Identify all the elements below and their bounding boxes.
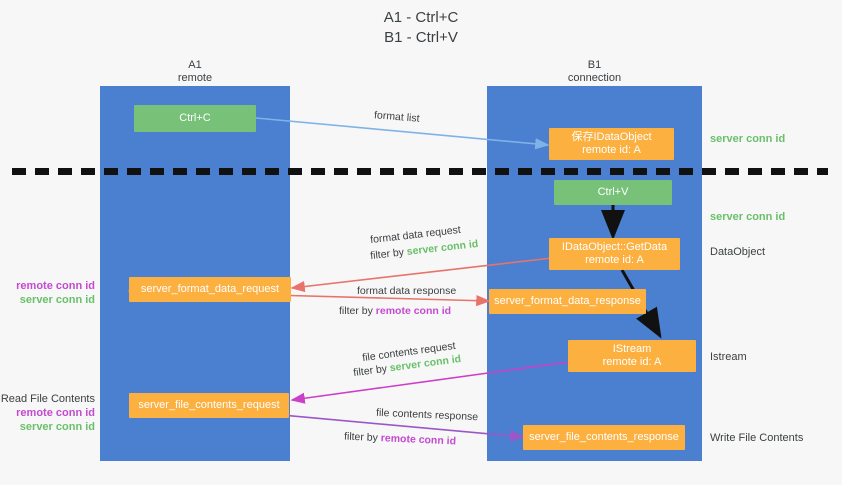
boundary-divider bbox=[12, 168, 828, 175]
node-server-format-data-request[interactable]: server_format_data_request bbox=[129, 277, 291, 302]
annotation-server-conn-id-mid: server conn id bbox=[710, 211, 786, 223]
node-ctrl-c[interactable]: Ctrl+C bbox=[134, 105, 256, 132]
edge-label-format-list: format list bbox=[373, 109, 420, 125]
node-server-format-data-response[interactable]: server_format_data_response bbox=[489, 289, 646, 314]
filter-value-remote-conn-id: remote conn id bbox=[380, 432, 457, 448]
lane-header-b1: B1 connection bbox=[567, 59, 622, 84]
node-ctrl-v[interactable]: Ctrl+V bbox=[554, 180, 672, 205]
edge-label-file-contents-response-filter: filter by remote conn id bbox=[344, 430, 457, 450]
node-idataobject-getdata[interactable]: IDataObject::GetData remote id: A bbox=[549, 238, 680, 270]
filter-prefix: filter by bbox=[339, 305, 376, 317]
annotation-data-object: DataObject bbox=[710, 246, 766, 258]
annotation-write-file-contents: Write File Contents bbox=[710, 432, 804, 444]
filter-prefix: filter by bbox=[352, 362, 391, 380]
annotation-server-conn-id: server conn id bbox=[19, 421, 95, 433]
lane-header-a1: A1 remote bbox=[177, 59, 213, 84]
annotation-remote-conn-id: remote conn id bbox=[16, 407, 95, 419]
edge-label-file-contents-response: file contents response bbox=[375, 406, 479, 424]
edge-label-format-data-response-filter: filter by remote conn id bbox=[339, 304, 451, 319]
annotation-read-file-contents-stack: Read File Contents remote conn id server… bbox=[0, 392, 95, 434]
annotation-server-conn-id: server conn id bbox=[19, 294, 95, 306]
filter-prefix: filter by bbox=[369, 246, 408, 263]
annotation-remote-conn-id: remote conn id bbox=[16, 280, 95, 292]
annotation-server-conn-id-top: server conn id bbox=[710, 133, 786, 145]
filter-prefix: filter by bbox=[343, 430, 382, 445]
node-server-file-contents-response[interactable]: server_file_contents_response bbox=[523, 425, 685, 450]
filter-value-remote-conn-id: remote conn id bbox=[375, 305, 452, 317]
page-title: A1 - Ctrl+C B1 - Ctrl+V bbox=[383, 9, 459, 46]
node-save-idataobject[interactable]: 保存IDataObject remote id: A bbox=[549, 128, 674, 160]
annotation-read-file-contents: Read File Contents bbox=[0, 393, 95, 405]
annotation-conn-id-stack-top: remote conn id server conn id bbox=[0, 279, 95, 307]
annotation-istream: Istream bbox=[710, 351, 747, 363]
node-istream[interactable]: IStream remote id: A bbox=[568, 340, 696, 372]
edge-label-format-data-response: format data response bbox=[357, 285, 457, 297]
node-server-file-contents-request[interactable]: server_file_contents_request bbox=[129, 393, 289, 418]
